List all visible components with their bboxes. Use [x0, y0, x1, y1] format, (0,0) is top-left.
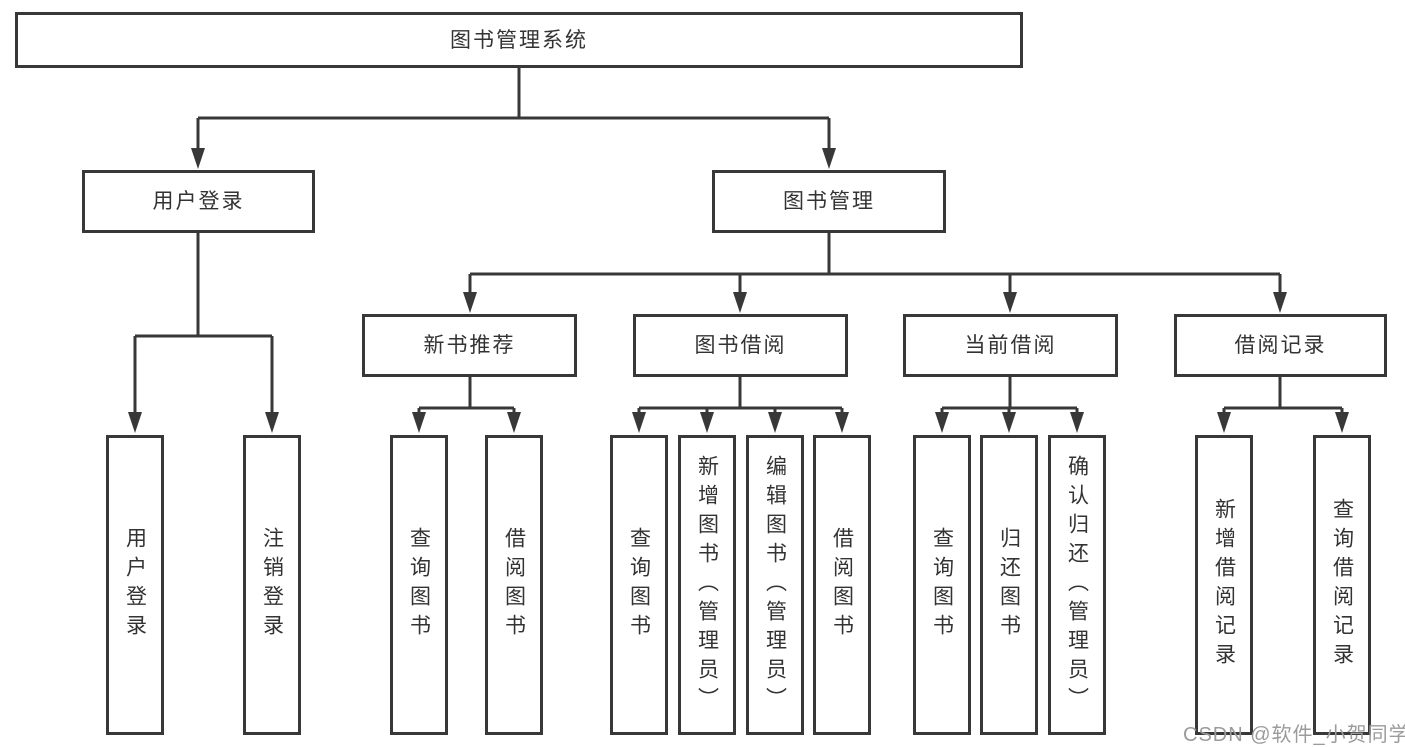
- node-label: 查询图书: [407, 527, 431, 643]
- node-query-borrow-record: 查询借阅记录: [1313, 435, 1371, 735]
- node-label: 确认归还（管理员）: [1065, 454, 1089, 716]
- csdn-watermark: CSDN @软件_小贺同学: [1183, 724, 1405, 746]
- node-label: 用户登录: [123, 527, 147, 643]
- node-logout-action: 注销登录: [243, 435, 301, 735]
- node-query-books-recommend: 查询图书: [390, 435, 448, 735]
- node-edit-books-admin: 编辑图书（管理员）: [746, 435, 804, 735]
- node-library-management-system: 图书管理系统: [15, 12, 1023, 68]
- node-label: 当前借阅: [964, 334, 1057, 357]
- node-label: 查询图书: [930, 527, 954, 643]
- node-add-borrow-record: 新增借阅记录: [1195, 435, 1253, 735]
- node-label: 查询借阅记录: [1330, 498, 1354, 672]
- node-new-book-recommendation: 新书推荐: [362, 314, 577, 377]
- node-label: 注销登录: [260, 527, 284, 643]
- arrowheads: [128, 148, 1349, 433]
- node-add-books-admin: 新增图书（管理员）: [678, 435, 736, 735]
- node-label: 借阅记录: [1234, 334, 1327, 357]
- node-label: 图书管理: [783, 190, 875, 213]
- node-label: 新书推荐: [423, 334, 516, 357]
- node-label: 借阅图书: [830, 527, 854, 643]
- node-label: 新增借阅记录: [1212, 498, 1236, 672]
- node-query-books-borrowing: 查询图书: [610, 435, 668, 735]
- node-return-books: 归还图书: [980, 435, 1038, 735]
- node-borrow-books-recommend: 借阅图书: [485, 435, 543, 735]
- node-label: 图书管理系统: [450, 28, 588, 52]
- node-label: 借阅图书: [502, 527, 526, 643]
- node-label: 归还图书: [997, 527, 1021, 643]
- node-user-login: 用户登录: [82, 170, 315, 233]
- node-confirm-return-admin: 确认归还（管理员）: [1048, 435, 1106, 735]
- node-borrowing-records: 借阅记录: [1174, 314, 1387, 377]
- node-current-borrowing: 当前借阅: [903, 314, 1118, 377]
- node-label: 编辑图书（管理员）: [763, 454, 787, 716]
- node-book-borrowing: 图书借阅: [633, 314, 848, 377]
- node-book-management: 图书管理: [712, 170, 946, 233]
- node-query-books-current: 查询图书: [913, 435, 971, 735]
- node-label: 查询图书: [627, 527, 651, 643]
- node-label: 用户登录: [152, 190, 245, 213]
- node-user-login-action: 用户登录: [106, 435, 164, 735]
- node-label: 图书借阅: [694, 334, 787, 357]
- node-borrow-books-action: 借阅图书: [813, 435, 871, 735]
- node-label: 新增图书（管理员）: [695, 454, 719, 716]
